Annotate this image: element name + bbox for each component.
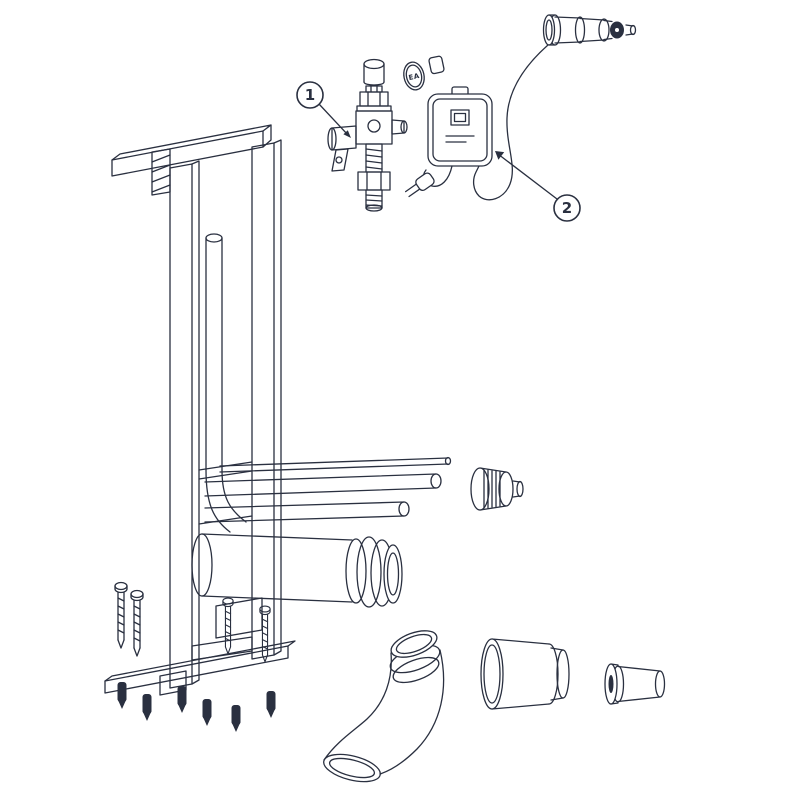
anchor-bolt <box>231 705 241 732</box>
power-plug <box>404 165 453 198</box>
sensor-actuator <box>542 14 637 46</box>
mounting-frame <box>104 124 296 696</box>
callout-1-number: 1 <box>305 86 315 104</box>
anchor-bolts <box>117 682 276 732</box>
callout-2-number: 2 <box>562 199 572 217</box>
callout-2: 2 <box>495 151 581 222</box>
flush-valve-assembly <box>327 58 408 212</box>
anchor-bolt <box>117 682 127 709</box>
unit-display <box>450 109 470 126</box>
drain-pipe <box>191 533 403 608</box>
anchor-bolt <box>142 694 152 721</box>
screw <box>222 597 234 655</box>
supply-pipes <box>204 456 452 523</box>
elbow-pipe <box>323 630 445 783</box>
sensor-cable <box>472 44 549 201</box>
screw <box>130 589 144 657</box>
extension-piece <box>604 663 666 705</box>
screw <box>114 581 128 649</box>
badge-label: EA <box>408 72 421 82</box>
callout-1: 1 <box>296 81 351 138</box>
power-supply-unit <box>427 86 493 167</box>
anchor-bolt <box>177 686 187 713</box>
callout-2-circle <box>553 194 581 222</box>
label-tag <box>428 55 445 75</box>
certification-badge: EA <box>403 61 425 91</box>
anchor-bolt <box>266 691 276 718</box>
anchor-bolt <box>202 699 212 726</box>
pipe-sleeve <box>480 638 570 710</box>
callout-1-circle <box>296 81 324 109</box>
protective-cap <box>470 467 524 511</box>
flush-pipe <box>205 233 247 533</box>
